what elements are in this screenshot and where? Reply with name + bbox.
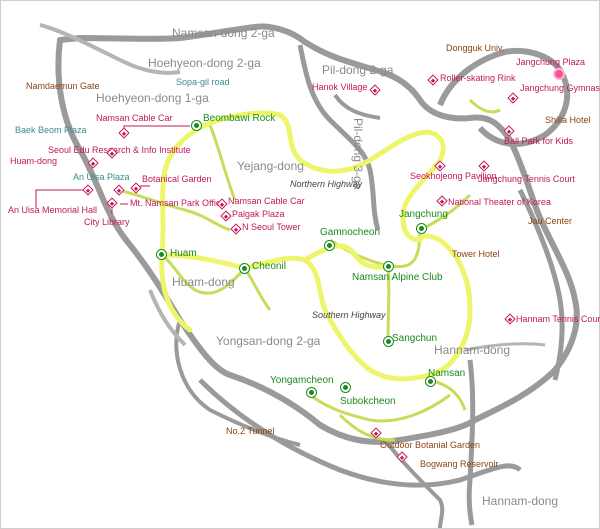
- district-pil-2ga: Pil-dong 2-ga: [322, 63, 394, 77]
- district-hoehyeon-1ga: Hoehyeon-dong 1-ga: [96, 91, 209, 105]
- southern-highway: [302, 243, 391, 270]
- road-west-huam: [148, 289, 187, 347]
- road-north-west: [39, 23, 181, 75]
- label-station-jangchung: Jangchung: [399, 209, 448, 220]
- label-station-yongamcheon: Yongamcheon: [270, 375, 334, 386]
- label-an-uisa-plaza: An Uisa Plaza: [73, 172, 130, 182]
- label-jangchung-plaza: Jangchung Plaza: [516, 57, 586, 67]
- label-northern-highway: Northern Highway: [290, 179, 363, 189]
- label-shilla-hotel: Shilla Hotel: [545, 115, 591, 125]
- district-namsan-2ga: Namsan-dong 2-ga: [172, 26, 275, 40]
- label-station-namsan: Namsan: [428, 368, 466, 379]
- label-jau-center: Jau Center: [528, 216, 573, 226]
- road-pil-dong: [297, 44, 381, 231]
- district-hoehyeon-2ga: Hoehyeon-dong 2-ga: [148, 56, 261, 70]
- label-dongguk: Dongguk Univ.: [446, 43, 505, 53]
- label-station-subokcheon: Subokcheon: [340, 396, 396, 407]
- poi-marker-jangchung-plaza: [553, 68, 565, 80]
- label-station-cheonil: Cheonil: [252, 261, 286, 272]
- label-seoul-edu: Seoul Edu Research & Info Institute: [48, 145, 191, 155]
- trail-outdoor: [338, 413, 396, 442]
- trail-south: [309, 393, 451, 423]
- label-sopa-road: Sopa-gil road: [176, 77, 230, 87]
- district-hannam-2: Hannam-dong: [482, 494, 559, 508]
- label-seokhojeong: Seokhojeong Pavilion: [410, 171, 497, 181]
- label-tower-hotel: Tower Hotel: [452, 249, 500, 259]
- label-baek-beom-plaza: Baek Beom Plaza: [15, 125, 87, 135]
- road-hannam-east: [464, 342, 546, 352]
- station-subokcheon: [340, 382, 351, 393]
- station-beombawi: [191, 120, 202, 131]
- label-namsan-cable-car-top: Namsan Cable Car: [96, 113, 173, 123]
- station-gamnocheon: [324, 240, 335, 251]
- label-national-theater: National Theater of Korea: [448, 197, 551, 207]
- trail-beombawi: [208, 124, 237, 201]
- label-jangchung-tennis: Jangchung Tennis Court: [478, 174, 575, 184]
- main-loop-highway: [159, 122, 473, 382]
- road-pil-branch: [333, 93, 381, 120]
- northern-highway: [202, 110, 446, 243]
- road-bottom-left: [174, 319, 301, 447]
- label-ball-park: Ball Park for Kids: [504, 136, 574, 146]
- station-jangchung: [416, 223, 427, 234]
- label-station-namsan-alpine: Namsan Alpine Club: [352, 272, 443, 283]
- label-hannam-tennis: Hannam Tennis Court: [516, 314, 600, 324]
- label-roller-rink: Roller-skating Rink: [440, 73, 516, 83]
- label-southern-highway: Southern Highway: [312, 310, 386, 320]
- station-namsan-alpine: [383, 261, 394, 272]
- label-palgak-plaza: Palgak Plaza: [232, 209, 285, 219]
- label-station-huam: Huam: [170, 248, 197, 259]
- district-hannam-1: Hannam-dong: [434, 343, 511, 357]
- label-mt-namsan-office: Mt. Namsan Park Office: [130, 198, 226, 208]
- trail-huam: [161, 253, 247, 295]
- station-yongamcheon: [306, 387, 317, 398]
- district-yejang: Yejang-dong: [237, 159, 304, 173]
- label-namsan-cable-car: Namsan Cable Car: [228, 196, 305, 206]
- label-station-gamnocheon: Gamnocheon: [320, 227, 381, 238]
- label-station-beombawi: Beombawi Rock: [203, 113, 276, 124]
- label-city-library: City Library: [84, 217, 130, 227]
- district-huam: Huam-dong: [172, 275, 235, 289]
- label-station-sangchun: Sangchun: [392, 333, 438, 344]
- label-hanok-village: Hanok Village: [312, 82, 368, 92]
- label-huam-dong: Huam-dong: [10, 156, 58, 166]
- trail-botanical: [117, 188, 231, 232]
- label-jangchung-gym: Jangchung Gymnasium: [520, 83, 600, 93]
- label-outdoor-botanical: Outdoor Botanial Garden: [380, 440, 481, 450]
- leader-an-uisa-hall: [35, 189, 85, 208]
- road-east-hannam: [517, 188, 565, 381]
- label-botanical-garden: Botanical Garden: [142, 174, 212, 184]
- station-namsan: [425, 376, 436, 387]
- district-yongsan-2ga: Yongsan-dong 2-ga: [216, 334, 321, 348]
- label-an-uisa-hall: An Uisa Memorial Hall: [8, 205, 98, 215]
- label-namdaemun-gate: Namdaemun Gate: [26, 81, 100, 91]
- label-no2-tunnel: No.2 Tunnel: [226, 426, 275, 436]
- station-sangchun: [383, 336, 394, 347]
- label-n-seoul-tower: N Seoul Tower: [242, 222, 301, 232]
- label-bogwang-reservoir: Bogwang Reservoir: [420, 459, 499, 469]
- trail-north-east: [468, 98, 501, 114]
- station-cheonil: [239, 263, 250, 274]
- road-bottom: [198, 378, 522, 488]
- station-huam: [156, 249, 167, 260]
